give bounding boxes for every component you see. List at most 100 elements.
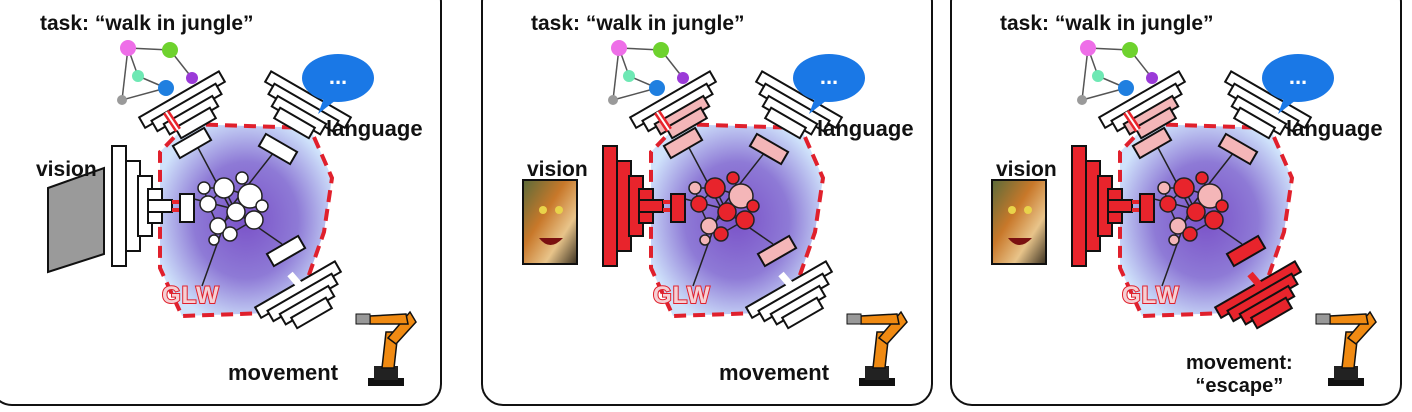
task-link-gap [1125,111,1139,131]
speech-text: ... [820,64,838,89]
speech-tail [809,98,827,114]
network-node [1215,199,1229,213]
task-adapter [1131,126,1173,160]
task-graph-icon [1077,95,1087,105]
movement-module [744,260,834,330]
task-adapter [662,126,704,160]
network-node [1157,181,1171,195]
task-graph-icon [623,70,635,82]
task-graph-icon [117,95,127,105]
movement-link [287,271,305,291]
network-node [237,183,263,209]
language-module [754,70,844,140]
movement-module-layer [1249,296,1294,330]
task-graph-icon [649,80,665,96]
task-label: task: “walk in jungle” [40,12,254,35]
network-node [1169,217,1187,235]
task-graph-icon [1080,40,1096,56]
language-adapter [748,132,790,166]
language-module-layer [272,106,317,140]
movement-adapter [1225,234,1267,268]
movement-label: movement: “escape” [1186,352,1293,398]
network-node [1173,177,1195,199]
language-adapter [1217,132,1259,166]
network-node [688,181,702,195]
movement-module-layer [780,296,825,330]
glw-label: GLW [652,281,711,310]
movement-label: movement [228,360,339,385]
speech-bubble-icon [1262,54,1334,102]
panel-1: ... task: “walk in jungle” language visi… [0,0,442,406]
task-module-layer [1133,106,1178,140]
task-graph-icon [158,80,174,96]
task-label: task: “walk in jungle” [531,12,745,35]
network-node [717,202,737,222]
vision-link-bar [147,199,173,213]
movement-adapter [265,234,307,268]
vision-layer [111,145,127,267]
robot-link [1329,313,1369,325]
language-label: language [326,116,423,141]
movement-link [778,271,796,291]
task-module-layer [664,106,709,140]
network-spoke [1189,151,1235,209]
task-link-gap [165,111,179,131]
robot-base [865,366,889,380]
network-node [1197,183,1223,209]
network-node [728,183,754,209]
panel-1-diagram: ... [47,40,417,386]
robot-link [369,313,409,325]
network-node [1204,210,1224,230]
robot-base [374,366,398,380]
language-module [263,70,353,140]
vision-link-bar [1107,199,1133,213]
speech-tail [318,98,336,114]
language-module-layer [763,106,808,140]
task-graph-icon [1146,72,1158,84]
language-label: language [1286,116,1383,141]
movement-value: “escape” [1195,375,1284,397]
task-adapter [171,126,213,160]
network-node [699,234,711,246]
network-node [726,171,740,185]
task-graph-edge [121,47,129,101]
task-graph-icon [1092,70,1104,82]
robot-arm-icon [859,378,895,386]
robot-link [860,313,900,325]
network-node [209,217,227,235]
robot-arm-icon [368,378,404,386]
speech-text: ... [329,64,347,89]
network-spoke [201,207,231,287]
vision-adapter [1139,193,1155,223]
glw-label: GLW [161,281,220,310]
task-graph-icon [132,70,144,82]
task-graph-icon [677,72,689,84]
panel-3-diagram: ... [991,40,1377,386]
language-module-layer [1232,106,1277,140]
vision-adapter [179,193,195,223]
vision-label: vision [36,158,97,181]
network-node [746,199,760,213]
robot-gripper [846,313,862,325]
task-graph-icon [186,72,198,84]
network-spoke [1161,207,1191,287]
tiger-eye [1024,206,1032,214]
panel-3: ... task: “walk in jungle” language visi… [950,0,1402,406]
language-module [1223,70,1313,140]
network-node [235,171,249,185]
vision-layer [602,145,618,267]
network-node [199,195,217,213]
network-node [704,177,726,199]
movement-adapter [756,234,798,268]
task-graph-icon [162,42,178,58]
network-node [255,199,269,213]
task-graph-icon [120,40,136,56]
vision-label: vision [996,158,1057,181]
glw-label: GLW [1121,281,1180,310]
robot-arm-icon [1328,378,1364,386]
blank-screen-icon [47,166,105,274]
network-node [1168,234,1180,246]
task-label: task: “walk in jungle” [1000,12,1214,35]
network-node [700,217,718,235]
vision-layer [1071,145,1087,267]
